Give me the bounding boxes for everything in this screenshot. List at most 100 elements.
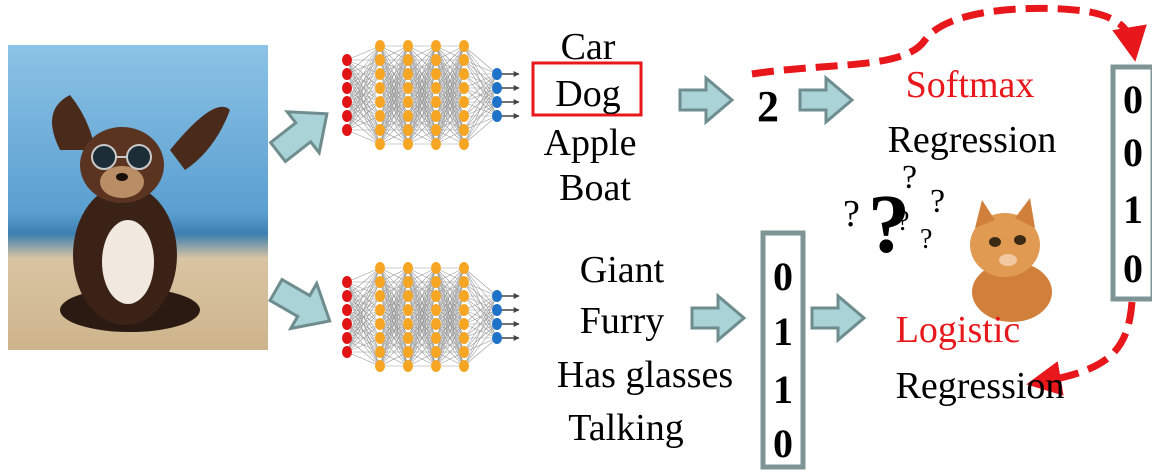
network-node bbox=[431, 304, 441, 316]
network-node bbox=[375, 346, 385, 358]
top-class-value: 2 bbox=[757, 82, 779, 131]
network-node bbox=[403, 262, 413, 274]
network-node bbox=[375, 110, 385, 122]
network-connection bbox=[435, 267, 465, 325]
network-connection bbox=[379, 267, 409, 325]
network-node bbox=[403, 124, 413, 136]
neural-network-bottom bbox=[342, 262, 520, 372]
network-connection bbox=[463, 295, 498, 367]
network-connection bbox=[463, 87, 498, 145]
network-node bbox=[492, 290, 502, 302]
network-node bbox=[403, 276, 413, 288]
network-connection bbox=[379, 267, 409, 297]
network-node bbox=[375, 138, 385, 150]
network-connection bbox=[435, 45, 465, 89]
bottom-vector-cell: 0 bbox=[773, 421, 793, 466]
network-connection bbox=[407, 337, 437, 367]
network-node bbox=[403, 304, 413, 316]
input-arrow-bottom bbox=[267, 277, 332, 331]
bottom-vector-cell: 0 bbox=[773, 254, 793, 299]
network-connection bbox=[379, 45, 409, 103]
network-connection bbox=[435, 45, 465, 145]
network-connection bbox=[435, 129, 465, 145]
network-connection bbox=[407, 45, 437, 61]
network-connection bbox=[463, 295, 498, 325]
network-node bbox=[342, 318, 352, 330]
network-connection bbox=[346, 351, 381, 367]
dog-highlight-box bbox=[531, 61, 643, 117]
network-connection bbox=[463, 101, 498, 145]
network-node bbox=[342, 276, 352, 288]
network-node bbox=[375, 290, 385, 302]
bottom-label-has-glasses: Has glasses bbox=[557, 354, 733, 396]
network-connection bbox=[346, 267, 381, 297]
network-connection bbox=[346, 115, 381, 131]
network-node bbox=[342, 290, 352, 302]
network-node bbox=[375, 40, 385, 52]
bottom-vector-cell: 1 bbox=[773, 367, 793, 412]
network-connection bbox=[346, 267, 381, 325]
network-node bbox=[375, 68, 385, 80]
network-connection bbox=[379, 45, 409, 61]
network-node bbox=[403, 40, 413, 52]
network-connection bbox=[435, 267, 465, 311]
network-node bbox=[459, 290, 469, 302]
network-connection bbox=[379, 323, 409, 367]
network-connection bbox=[463, 295, 498, 311]
network-connection bbox=[463, 73, 498, 131]
network-connection bbox=[346, 45, 381, 131]
network-node bbox=[431, 54, 441, 66]
network-node bbox=[492, 304, 502, 316]
bottom-vector-box bbox=[760, 230, 806, 470]
network-connection bbox=[435, 45, 465, 75]
network-connection bbox=[407, 45, 437, 145]
network-node bbox=[342, 82, 352, 94]
dog-photo bbox=[8, 45, 268, 350]
network-node bbox=[403, 68, 413, 80]
network-connection bbox=[435, 45, 465, 61]
network-node bbox=[431, 40, 441, 52]
network-node bbox=[492, 332, 502, 344]
network-connection bbox=[346, 129, 381, 145]
network-connection bbox=[463, 267, 498, 297]
network-connection bbox=[346, 267, 381, 311]
network-node bbox=[431, 124, 441, 136]
network-connection bbox=[346, 45, 381, 103]
network-node bbox=[342, 68, 352, 80]
network-connection bbox=[346, 267, 381, 283]
bottom-vector-cell: 1 bbox=[773, 309, 793, 354]
network-node bbox=[431, 290, 441, 302]
question-marks: ? ? ? ? ? ? bbox=[843, 159, 945, 271]
network-connection bbox=[379, 267, 409, 367]
network-connection bbox=[463, 295, 498, 353]
network-node bbox=[431, 262, 441, 274]
network-connection bbox=[435, 323, 465, 367]
network-node bbox=[431, 346, 441, 358]
top-label-car: Car bbox=[561, 26, 616, 68]
network-node bbox=[459, 138, 469, 150]
network-connection bbox=[346, 45, 381, 117]
network-connection bbox=[407, 309, 437, 367]
network-connection bbox=[463, 73, 498, 117]
network-connection bbox=[346, 73, 381, 131]
network-connection bbox=[407, 87, 437, 145]
network-connection bbox=[379, 309, 409, 367]
dashed-arrow-bottom bbox=[1026, 301, 1136, 396]
network-connection bbox=[435, 73, 465, 145]
dashed-arrow-top bbox=[751, 4, 1147, 78]
network-node bbox=[459, 346, 469, 358]
network-node bbox=[459, 262, 469, 274]
network-node bbox=[375, 332, 385, 344]
network-connection bbox=[463, 45, 498, 75]
network-connection bbox=[346, 267, 381, 339]
network-connection bbox=[379, 267, 409, 283]
network-node bbox=[375, 96, 385, 108]
network-connection bbox=[379, 337, 409, 367]
network-node bbox=[403, 110, 413, 122]
network-connection bbox=[346, 323, 381, 353]
network-connection bbox=[407, 45, 437, 75]
top-vector-cell: 0 bbox=[1123, 246, 1143, 291]
network-connection bbox=[463, 281, 498, 297]
network-connection bbox=[435, 45, 465, 117]
network-node bbox=[492, 96, 502, 108]
